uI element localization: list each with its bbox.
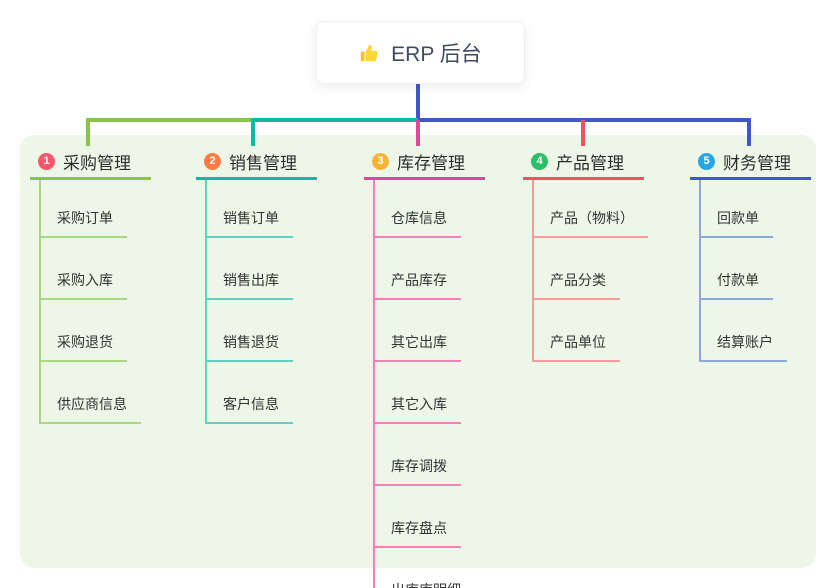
branch-finance: 5 财务管理 回款单 付款单 结算账户 <box>690 145 811 362</box>
root-node[interactable]: ERP 后台 <box>316 21 525 84</box>
child-node[interactable]: 库存调拨 <box>375 424 461 486</box>
branches-panel <box>20 135 816 568</box>
branch-number-badge: 3 <box>372 152 389 170</box>
branch-purchase: 1 采购管理 采购订单 采购入库 采购退货 供应商信息 <box>30 145 151 424</box>
branch-topic-finance[interactable]: 5 财务管理 <box>690 145 811 180</box>
branch-topic-inventory[interactable]: 3 库存管理 <box>364 145 485 180</box>
child-node[interactable]: 产品库存 <box>375 238 461 300</box>
child-node[interactable]: 产品分类 <box>534 238 620 300</box>
branch-topic-purchase[interactable]: 1 采购管理 <box>30 145 151 180</box>
child-node[interactable]: 采购入库 <box>41 238 127 300</box>
branch-topic-product[interactable]: 4 产品管理 <box>523 145 644 180</box>
child-node[interactable]: 采购退货 <box>41 300 127 362</box>
branch-title: 采购管理 <box>63 153 131 173</box>
branch-title: 财务管理 <box>723 153 791 173</box>
child-node[interactable]: 其它出库 <box>375 300 461 362</box>
child-node[interactable]: 其它入库 <box>375 362 461 424</box>
child-node[interactable]: 仓库信息 <box>375 180 461 238</box>
child-node[interactable]: 销售出库 <box>207 238 293 300</box>
branch-children: 仓库信息 产品库存 其它出库 其它入库 库存调拨 库存盘点 出库库明细 <box>373 180 485 588</box>
branch-topic-sales[interactable]: 2 销售管理 <box>196 145 317 180</box>
branch-children: 产品（物料） 产品分类 产品单位 <box>532 180 648 362</box>
connector-root-stem <box>416 82 420 120</box>
child-node[interactable]: 采购订单 <box>41 180 127 238</box>
branch-inventory: 3 库存管理 仓库信息 产品库存 其它出库 其它入库 库存调拨 库存盘点 出库库… <box>364 145 485 588</box>
connector-drop-inventory <box>416 120 420 146</box>
thumbs-up-icon <box>359 42 381 64</box>
branch-number-badge: 5 <box>698 152 715 170</box>
child-node[interactable]: 出库库明细 <box>375 548 475 588</box>
child-node[interactable]: 回款单 <box>701 180 773 238</box>
branch-product: 4 产品管理 产品（物料） 产品分类 产品单位 <box>523 145 648 362</box>
branch-title: 产品管理 <box>556 153 624 173</box>
branch-sales: 2 销售管理 销售订单 销售出库 销售退货 客户信息 <box>196 145 317 424</box>
connector-drop-purchase <box>86 118 90 146</box>
connector-drop-sales <box>251 118 255 146</box>
branch-children: 采购订单 采购入库 采购退货 供应商信息 <box>39 180 151 424</box>
child-node[interactable]: 客户信息 <box>207 362 293 424</box>
connector-drop-finance <box>747 118 751 146</box>
connector-bus-green <box>87 118 253 122</box>
child-node[interactable]: 付款单 <box>701 238 773 300</box>
child-node[interactable]: 产品（物料） <box>534 180 648 238</box>
connector-drop-product <box>581 120 585 146</box>
child-node[interactable]: 产品单位 <box>534 300 620 362</box>
branch-number-badge: 4 <box>531 152 548 170</box>
child-node[interactable]: 结算账户 <box>701 300 787 362</box>
connector-bus-teal <box>253 118 418 122</box>
branch-number-badge: 2 <box>204 152 221 170</box>
branch-children: 回款单 付款单 结算账户 <box>699 180 811 362</box>
child-node[interactable]: 供应商信息 <box>41 362 141 424</box>
root-title: ERP 后台 <box>391 42 482 66</box>
branch-title: 销售管理 <box>229 153 297 173</box>
branch-title: 库存管理 <box>397 153 465 173</box>
child-node[interactable]: 库存盘点 <box>375 486 461 548</box>
child-node[interactable]: 销售退货 <box>207 300 293 362</box>
branch-children: 销售订单 销售出库 销售退货 客户信息 <box>205 180 317 424</box>
child-node[interactable]: 销售订单 <box>207 180 293 238</box>
branch-number-badge: 1 <box>38 152 55 170</box>
